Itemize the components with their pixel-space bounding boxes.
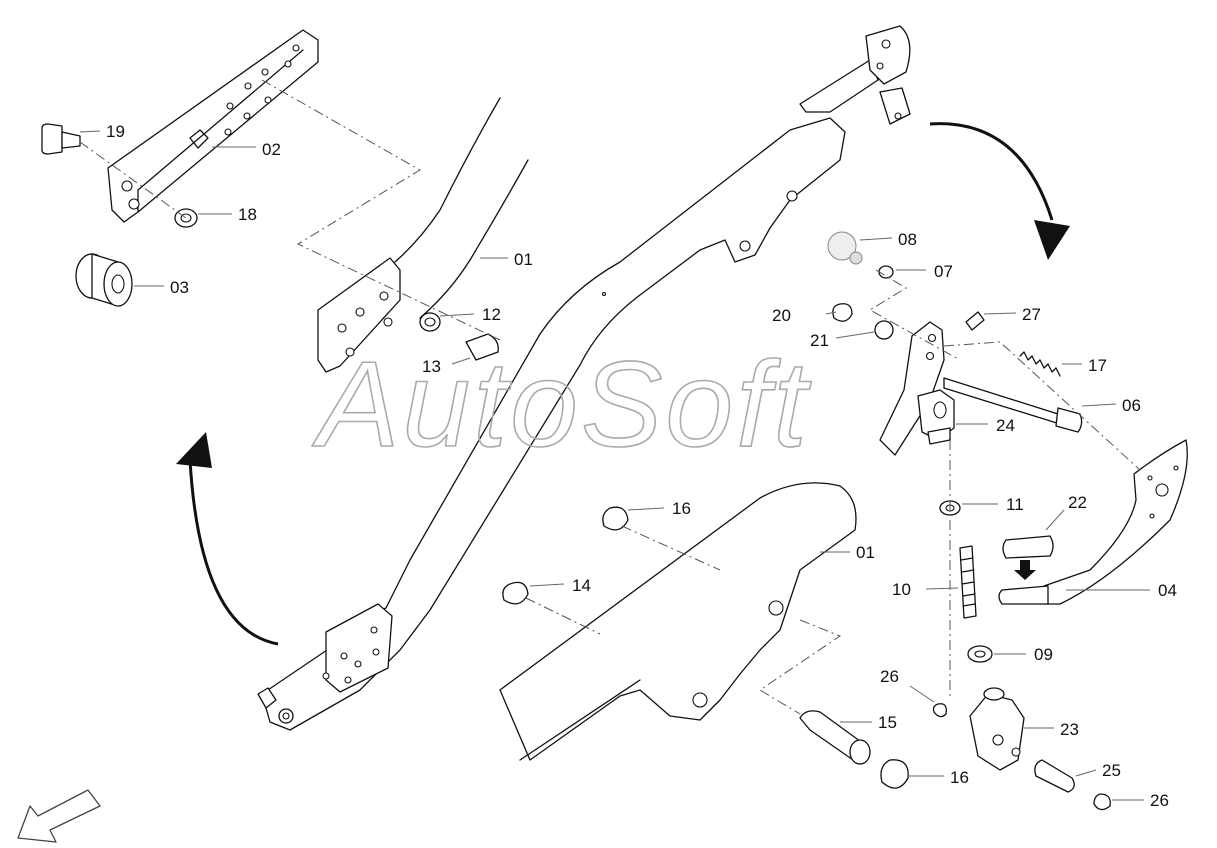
washer-09: [967, 645, 993, 663]
curved-arrow-left: [176, 432, 279, 646]
pedal-arm-04: [998, 439, 1188, 605]
spring-17: [1019, 351, 1061, 377]
callout-06: 06: [1122, 396, 1141, 415]
washer-12: [419, 312, 441, 332]
callout-20: 20: [772, 306, 791, 325]
callout-25: 25: [1102, 761, 1121, 780]
callout-14: 14: [572, 576, 591, 595]
callout-27: 27: [1022, 305, 1041, 324]
circlip-16-lower: [880, 759, 909, 789]
bolt-19: [41, 123, 81, 155]
callout-12: 12: [482, 305, 501, 324]
frame-rail-01-lower: [499, 482, 857, 761]
pin-06: [943, 377, 1083, 433]
callout-11: 11: [1006, 495, 1024, 514]
threaded-rod-10: [959, 545, 977, 619]
pin-25: [1034, 759, 1075, 793]
callout-26-lower: 26: [1150, 791, 1169, 810]
callout-07: 07: [934, 262, 953, 281]
callout-04: 04: [1158, 581, 1177, 600]
callout-13: 13: [422, 357, 441, 376]
leader-lines: [79, 130, 1150, 801]
roller-15: [799, 710, 871, 765]
circlip-16-upper: [602, 506, 629, 531]
callout-01-upper: 01: [514, 250, 533, 269]
callout-09: 09: [1034, 645, 1053, 664]
knob-08: [827, 231, 863, 265]
clevis-24: [917, 389, 955, 445]
callout-labels: 19 02 18 03 01 12 13 08 07 20 21 27 17 0…: [106, 122, 1177, 810]
clevis-23: [969, 687, 1025, 771]
callout-18: 18: [238, 205, 257, 224]
curved-arrow-right: [929, 122, 1070, 260]
circlip-14: [502, 581, 529, 605]
watermark: AutoSoft: [311, 336, 812, 472]
callout-16-lower: 16: [950, 768, 969, 787]
callout-10: 10: [892, 580, 911, 599]
washer-07: [878, 265, 894, 279]
callout-08: 08: [898, 230, 917, 249]
circlip-26-lower: [1093, 793, 1111, 811]
orientation-arrow: [17, 789, 101, 843]
callout-03: 03: [170, 278, 189, 297]
callout-26-upper: 26: [880, 667, 899, 686]
pin-22: [1002, 535, 1054, 559]
callout-01-lower: 01: [856, 543, 875, 562]
callout-17: 17: [1088, 356, 1107, 375]
callout-22: 22: [1068, 493, 1087, 512]
main-lever-arm: [257, 25, 911, 731]
down-arrow-indicator: [1014, 560, 1036, 580]
frame-rail-01-upper: [317, 97, 529, 373]
bracket-plate-02: [107, 29, 319, 223]
callout-16-upper: 16: [672, 499, 691, 518]
screw-27: [965, 311, 985, 331]
callout-02: 02: [262, 140, 281, 159]
washer-21: [874, 320, 894, 340]
circlip-26-upper: [932, 703, 947, 718]
callout-24: 24: [996, 416, 1015, 435]
circlip-20: [832, 303, 853, 322]
callout-21: 21: [810, 331, 829, 350]
washer-18: [174, 208, 198, 228]
callout-15: 15: [878, 713, 897, 732]
bushing-03: [75, 253, 133, 307]
callout-23: 23: [1060, 720, 1079, 739]
callout-19: 19: [106, 122, 125, 141]
